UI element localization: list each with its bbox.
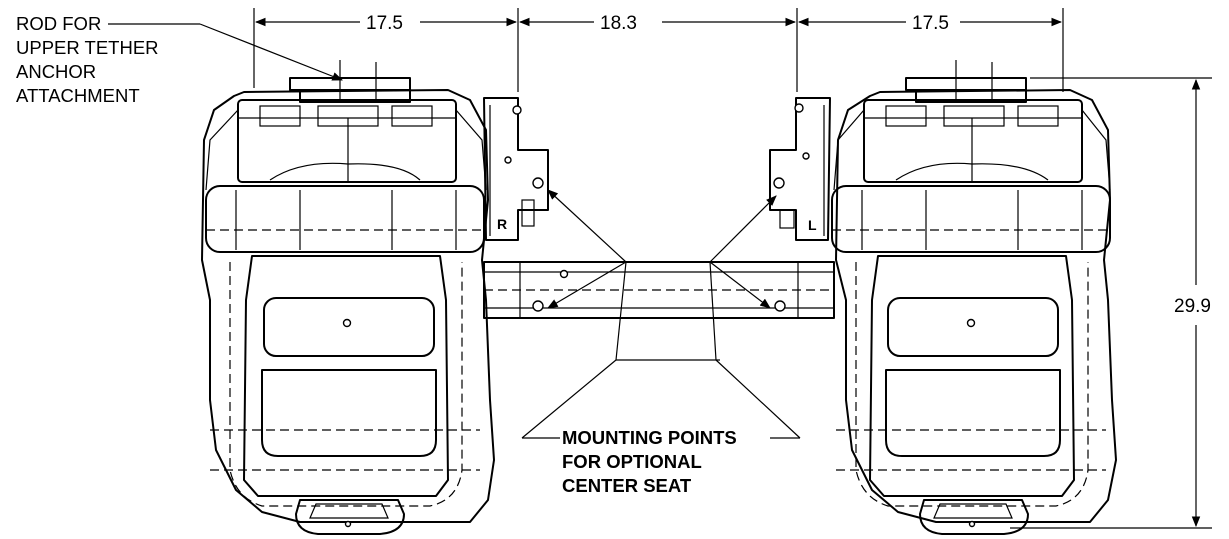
dimension-overall-depth: 29.9	[1174, 296, 1211, 317]
dimension-left-seat-width: 17.5	[366, 13, 403, 34]
right-seat	[831, 60, 1117, 535]
mounting-hole-right	[774, 300, 786, 312]
dimension-right-seat-width: 17.5	[912, 13, 949, 34]
tether-rod-callout: ROD FOR UPPER TETHER ANCHOR ATTACHMENT	[16, 13, 344, 106]
mounting-points-label-line-1: MOUNTING POINTS	[562, 427, 737, 448]
dimension-center-gap: 18.3	[600, 13, 637, 34]
bracket-right-side: R	[483, 97, 549, 241]
bracket-right-letter: R	[497, 216, 507, 232]
center-crossbar	[483, 261, 835, 319]
mounting-points-label-line-2: FOR OPTIONAL	[562, 451, 702, 472]
mounting-points-label-line-3: CENTER SEAT	[562, 475, 692, 496]
tether-rod-label-line-4: ATTACHMENT	[16, 85, 140, 106]
bracket-left-side: L	[769, 97, 831, 241]
bracket-left-letter: L	[808, 217, 817, 233]
mounting-points-callout	[521, 189, 801, 439]
tether-rod-label-line-2: UPPER TETHER	[16, 37, 159, 58]
tether-rod-label-line-1: ROD FOR	[16, 13, 101, 34]
dimension-lines	[253, 8, 1212, 529]
mounting-hole-left	[532, 300, 544, 312]
left-seat	[201, 60, 495, 535]
tether-rod-label-line-3: ANCHOR	[16, 61, 96, 82]
